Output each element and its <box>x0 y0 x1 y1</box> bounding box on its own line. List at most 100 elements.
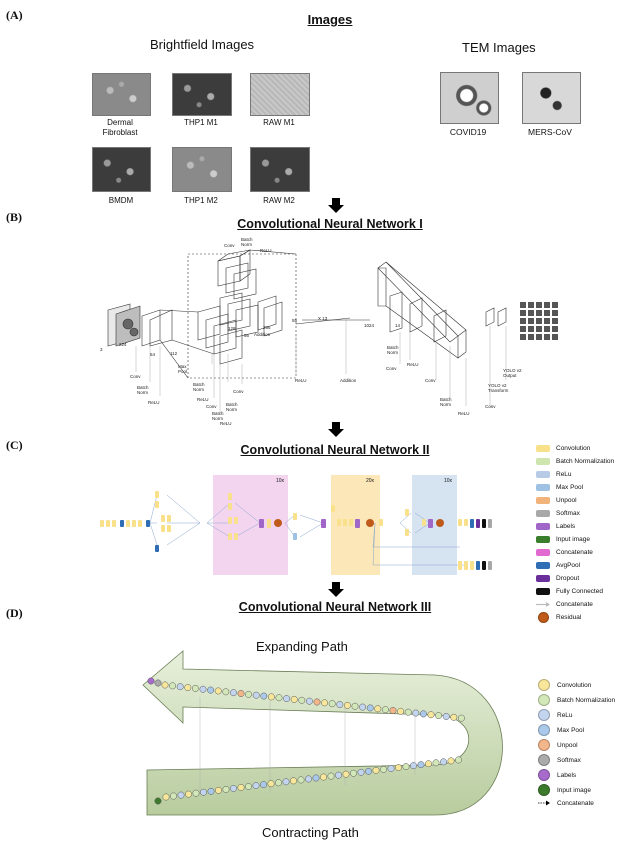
cnn1-label-yolo-2: YOLO v2 <box>503 368 522 373</box>
legend-item: Softmax <box>538 754 581 766</box>
legend-dot <box>538 709 550 721</box>
down-arrow-icon <box>328 198 344 213</box>
legend-dot <box>538 694 550 706</box>
unet-node <box>351 702 359 710</box>
cnn1-label-3: 3 <box>100 347 103 352</box>
cnn1-label-relu-3: ReLU <box>220 421 232 426</box>
cnn1-label-yolo: YOLO v2 <box>488 383 507 388</box>
unet-node <box>328 700 336 708</box>
unet-node <box>222 785 230 793</box>
unet-node <box>222 688 230 696</box>
unet-node <box>321 699 329 707</box>
legend-item: Softmax <box>536 510 580 517</box>
legend-item: Labels <box>536 523 575 530</box>
cnn1-label-56: 56 <box>244 333 250 338</box>
unet-node <box>336 701 344 708</box>
legend-swatch <box>536 445 550 452</box>
brightfield-caption-line1: Dermal <box>107 118 133 127</box>
tube-layers <box>377 261 467 359</box>
unet-node <box>350 769 357 777</box>
cnn1-label-batch-3: Batch <box>212 411 224 416</box>
block-blue-count: 10x <box>444 478 453 484</box>
unet-node <box>442 713 450 720</box>
unet-node <box>229 689 237 697</box>
legend-label: Input image <box>557 786 591 794</box>
cnn2-title: Convolutional Neural Network II <box>240 443 430 457</box>
legend-label: ReLu <box>557 711 573 719</box>
cnn1-label-conv-4: Conv <box>386 366 397 371</box>
cnn1-label-conv-top: Conv <box>224 243 235 248</box>
legend-item: Max Pool <box>536 484 583 491</box>
legend-item: Batch Normalization <box>538 694 615 706</box>
legend-label: Concatenate <box>556 549 593 556</box>
cnn1-label-14: 14 <box>395 323 401 328</box>
legend-label: AvgPool <box>556 562 581 569</box>
legend-item: Batch Normalization <box>536 458 614 465</box>
legend-dot <box>538 769 550 781</box>
legend-item: Labels <box>538 769 576 781</box>
cnn1-label-256: 256 <box>263 325 271 330</box>
unet-node <box>381 706 389 714</box>
cnn2-legend: Convolution Batch Normalization ReLu Max… <box>536 445 636 623</box>
unet-node <box>237 784 245 791</box>
unet-node <box>380 766 387 773</box>
unet-node <box>170 792 177 800</box>
unet-node <box>357 768 365 776</box>
unet-node <box>397 707 405 715</box>
unet-node <box>366 704 374 712</box>
cnn1-label-yolo-output: YOLO v2 Output <box>503 368 522 378</box>
unet-node <box>305 697 313 705</box>
cnn1-label-relu-4: ReLU <box>295 378 307 383</box>
unet-node <box>372 766 380 774</box>
unet-node <box>457 714 465 722</box>
legend-swatch <box>536 575 550 582</box>
legend-dot <box>538 739 550 751</box>
conv-cube-stack <box>197 249 283 365</box>
unet-diagram <box>142 650 503 816</box>
bmdm-caption: BMDM <box>108 196 134 205</box>
unet-node <box>283 695 291 703</box>
cnn1-label-yolo-transform: YOLO v2 Transform <box>488 383 508 393</box>
legend-item: Residual <box>536 612 581 623</box>
arrow-right-icon <box>536 602 550 607</box>
unet-node <box>412 709 420 717</box>
cnn1-label-conv-6: Conv <box>485 404 496 409</box>
cnn1-label-pool: Pool <box>178 369 188 374</box>
legend-item: ReLu <box>538 709 573 721</box>
cnn1-label-norm-1: Norm <box>137 390 148 395</box>
unet-node <box>252 782 260 790</box>
unet-node <box>298 696 306 704</box>
cnn1-title: Convolutional Neural Network I <box>237 217 423 231</box>
unet-node <box>447 757 455 765</box>
unet-node <box>419 710 427 718</box>
down-arrow-icon <box>328 422 344 437</box>
legend-item: Fully Connected <box>536 588 603 595</box>
cnn1-label-55: 55 <box>292 318 298 323</box>
legend-swatch <box>536 497 550 504</box>
legend-swatch <box>538 612 549 623</box>
panel-d-letter: (D) <box>6 606 23 620</box>
cnn1-label-relu-top: ReLU <box>260 248 272 253</box>
arrow-right-icon <box>538 800 550 806</box>
legend-item: Convolution <box>538 679 591 691</box>
unet-node <box>207 686 215 694</box>
unet-node <box>275 779 282 787</box>
unet-node <box>200 788 207 796</box>
unet-node <box>282 778 290 786</box>
unet-node <box>207 787 215 795</box>
tem-title: TEM Images <box>462 40 536 55</box>
legend-label: Concatenate <box>557 799 594 807</box>
unet-node <box>260 692 268 700</box>
dermal-fibroblast-image <box>92 73 151 116</box>
cnn1-label-conv-3: Conv <box>233 389 244 394</box>
unet-node <box>365 767 372 775</box>
raw-m1-caption: RAW M1 <box>263 118 295 127</box>
legend-item: Max Pool <box>538 724 584 736</box>
legend-dot <box>538 784 550 796</box>
unet-node <box>427 711 435 719</box>
cnn1-label-addition-1: Addition <box>254 332 271 337</box>
unet-node <box>185 790 192 798</box>
legend-item: Dropout <box>536 575 579 582</box>
unet-node <box>343 701 351 709</box>
unet-node <box>199 685 207 693</box>
